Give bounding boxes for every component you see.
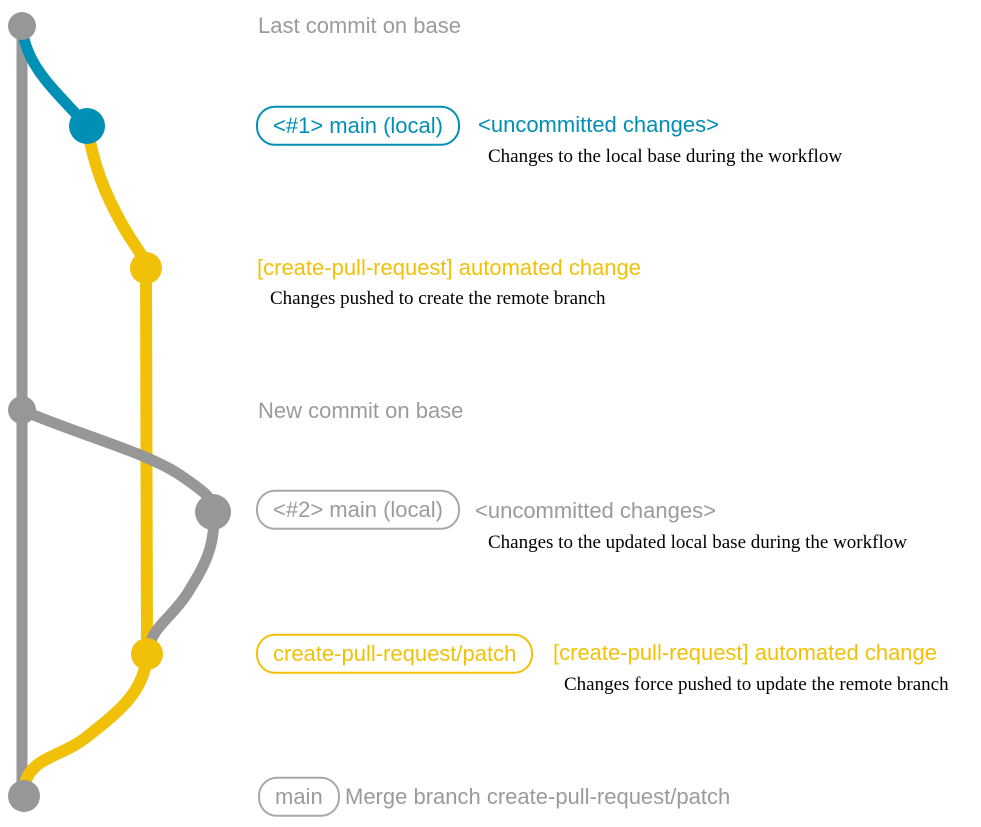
commit-node-main-local-1 — [69, 108, 105, 144]
commit-description-2: Changes pushed to create the remote bran… — [270, 288, 606, 309]
commit-description-3: Changes to the updated local base during… — [488, 532, 907, 553]
commit-message-automated-1: [create-pull-request] automated change — [257, 254, 642, 280]
commit-node-automated-change-1 — [130, 252, 162, 284]
branch-badge-main-local-1: <#1> main (local) — [256, 105, 460, 147]
commit-node-merge — [8, 780, 40, 812]
commit-node-automated-change-2 — [131, 638, 163, 670]
pull-request-branch-curve-top — [81, 120, 152, 274]
commit-message-uncommitted-1: <uncommitted changes> — [478, 111, 719, 137]
branch-badge-create-pull-request-patch: create-pull-request/patch — [256, 633, 534, 675]
branch-badge-main: main — [258, 776, 340, 818]
commit-node-last-base — [8, 12, 36, 40]
commit-description-4: Changes force pushed to update the remot… — [564, 674, 949, 695]
updated-main-branch-curve — [16, 404, 219, 518]
commit-node-new-base — [8, 396, 36, 424]
last-commit-label: Last commit on base — [258, 12, 461, 38]
updated-main-to-patch-curve — [142, 506, 220, 658]
branch-badge-main-local-2: <#2> main (local) — [256, 489, 460, 531]
commit-graph — [8, 12, 231, 812]
commit-node-main-local-2 — [195, 494, 231, 530]
new-commit-label: New commit on base — [258, 397, 464, 423]
commit-message-automated-2: [create-pull-request] automated change — [553, 639, 938, 665]
commit-message-uncommitted-2: <uncommitted changes> — [475, 497, 716, 523]
commit-description-1: Changes to the local base during the wor… — [488, 146, 843, 167]
commit-message-merge: Merge branch create-pull-request/patch — [345, 783, 731, 809]
pull-request-merge-curve — [17, 648, 153, 800]
